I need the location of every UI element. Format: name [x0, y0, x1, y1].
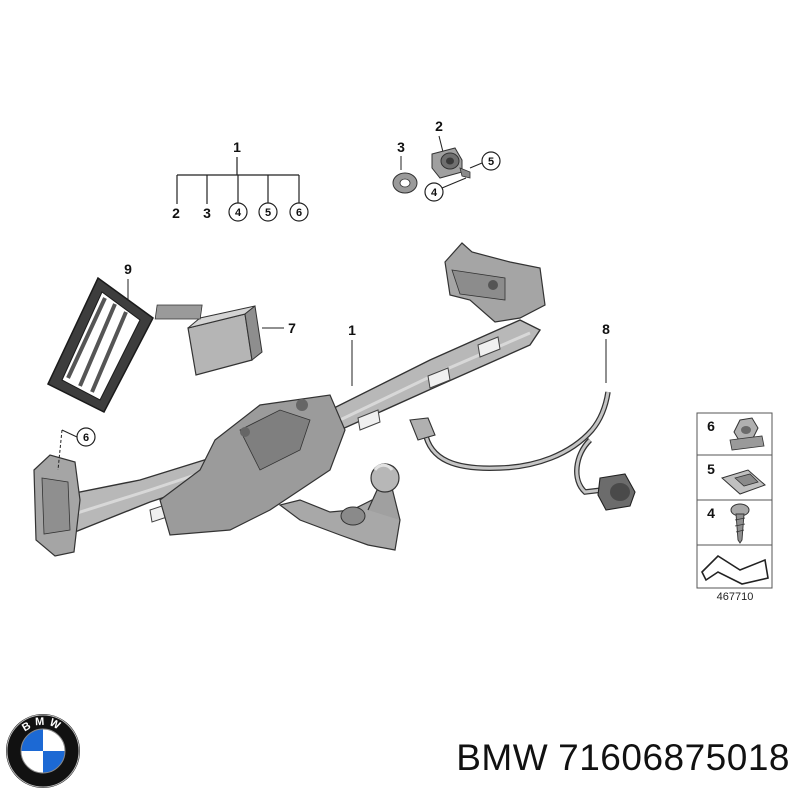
callout-tree-item: 3	[203, 205, 211, 221]
legend-item-number: 4	[707, 505, 715, 521]
left-nut-callout: 6	[57, 427, 96, 471]
callout-washer: 3	[397, 139, 405, 155]
callout-tree-item: 5	[265, 207, 271, 219]
wiring-harness: 8	[409, 321, 636, 511]
callout-left-nut: 6	[83, 432, 89, 444]
callout-circle	[228, 202, 248, 222]
nut-icon	[729, 417, 765, 451]
callout-clip: 5	[488, 156, 494, 168]
bmw-logo-icon: BMW	[6, 714, 80, 788]
nut-insert-icon	[431, 147, 471, 179]
legend-panel: 6 5 4 467710	[696, 412, 773, 603]
legend-item-number: 5	[707, 461, 715, 477]
part-number: 71606875018	[558, 737, 790, 778]
legend-item-number: 6	[707, 418, 715, 434]
callout-harness: 8	[602, 321, 610, 337]
callout-screw: 4	[431, 187, 438, 199]
callout-tree-item: 4	[235, 207, 242, 219]
callout-module: 7	[288, 320, 296, 336]
diagram-reference: 467710	[717, 591, 754, 603]
callout-nut: 2	[435, 118, 443, 134]
callout-tree: 1 2 3 4 5 6	[172, 139, 309, 222]
callout-tree-item: 6	[296, 207, 302, 219]
callout-circle	[481, 151, 501, 171]
callout-circle	[424, 182, 444, 202]
tow-bar-crossmember: 1	[33, 242, 546, 557]
callout-cover: 9	[124, 261, 132, 277]
callout-tree-item: 2	[172, 205, 180, 221]
control-module: 7	[154, 304, 296, 376]
clip-icon	[721, 469, 766, 495]
callout-circle	[258, 202, 278, 222]
screw-icon	[730, 503, 750, 544]
cover-frame: 9	[47, 261, 154, 414]
callout-bar: 1	[348, 322, 356, 338]
callout-tree-top: 1	[233, 139, 241, 155]
brand-name: BMW	[456, 737, 549, 778]
callout-circle	[289, 202, 309, 222]
bracket-symbol-icon	[701, 554, 769, 585]
fastener-group: 3 2 5 4	[392, 118, 501, 202]
